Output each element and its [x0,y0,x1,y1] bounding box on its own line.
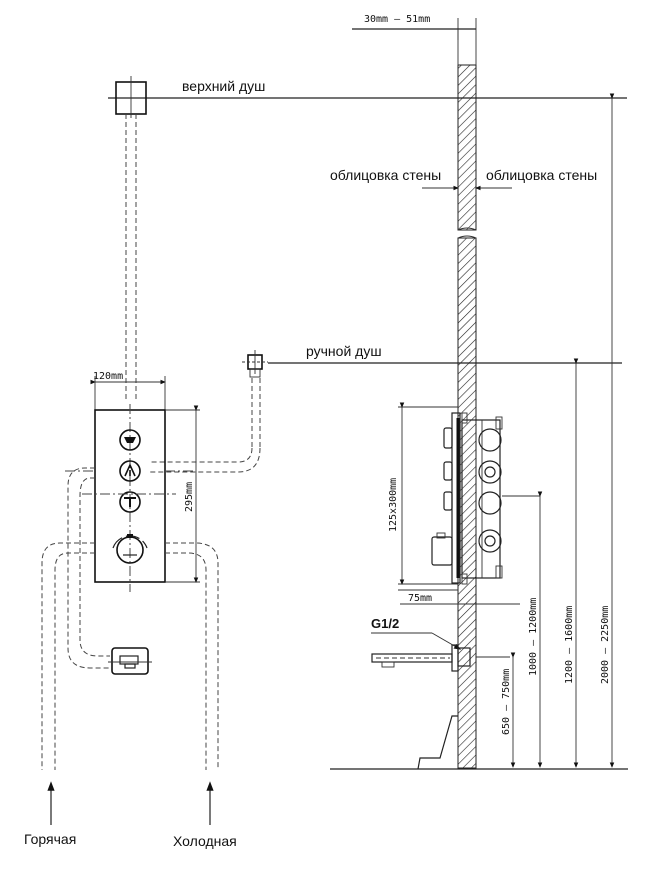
hot-water-label: Горячая [24,831,76,847]
box-size-label: 125x300mm [388,478,399,532]
mixer-height-label: 1000 — 1200mm [528,598,539,676]
wall-cladding-label-left: облицовка стены [330,167,441,183]
hand-shower-diverter-icon [119,460,141,482]
box-depth-label: 75mm [408,593,432,604]
spout-outlet-icon [111,647,149,675]
height-dimensions: 650 — 750mm 1000 — 1200mm 1200 — 1600mm … [501,93,615,768]
overhead-shower-diverter-icon [119,429,141,451]
side-mixer-box: 125x300mm 75mm [388,402,540,605]
hand-shower-height-label: 1200 — 1600mm [564,606,575,684]
floor [330,715,628,770]
hand-shower-level: ручной душ [150,343,622,473]
hand-shower-label: ручной душ [306,343,382,359]
wall-cladding-label-right: облицовка стены [486,167,597,183]
front-mixer-panel: 120mm 295mm [65,371,200,592]
side-spout: G1/2 [371,616,510,672]
wall-cladding-annotations: облицовка стены облицовка стены [330,167,597,191]
panel-width-label: 120mm [93,371,123,382]
wall-thickness-dimension: 30mm — 51mm [352,14,476,40]
spout-diverter-icon [119,491,141,513]
wall-section [457,18,477,769]
overhead-shower-height-label: 2000 — 2250mm [600,606,611,684]
panel-height-label: 295mm [184,482,195,512]
wall-thickness-label: 30mm — 51mm [364,14,430,25]
front-spout [108,647,152,675]
spout-height-label: 650 — 750mm [501,669,512,735]
cold-water-label: Холодная [173,833,237,849]
overhead-shower-label: верхний душ [182,78,265,94]
thread-label: G1/2 [371,616,399,631]
overhead-shower-level: верхний душ [108,76,627,400]
supply-pipes [41,467,219,770]
inlets: Горячая Холодная [24,781,237,849]
